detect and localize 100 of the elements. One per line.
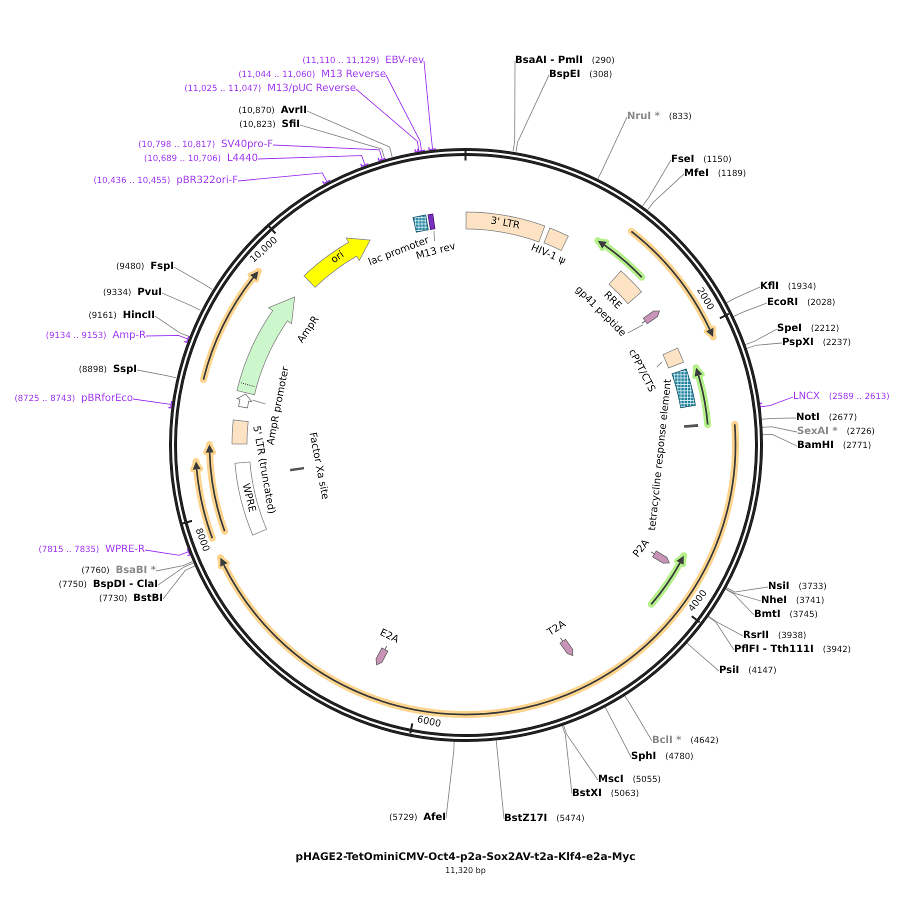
restriction-site-label: (10,870) AvrII — [238, 105, 307, 117]
leader-line — [162, 292, 201, 311]
restriction-site-label: BsaAI - PmlI (290) — [515, 55, 615, 67]
pentagon-feature — [375, 645, 390, 666]
leader-line — [424, 60, 437, 150]
primer-site-label: (11,110 .. 11,129) EBV-rev — [302, 55, 424, 67]
primer-site-label: (7815 .. 7835) WPRE-R — [38, 544, 145, 556]
feature-label: Factor Xa site — [306, 431, 330, 501]
leader-line — [624, 694, 652, 742]
pointed-feature-block — [236, 392, 252, 409]
feature-label: AmpR promoter — [266, 366, 292, 446]
feature-bar — [289, 466, 306, 472]
restriction-site-label: RsrII (3938) — [743, 630, 806, 642]
pentagon-feature — [559, 636, 574, 656]
leader-line — [136, 370, 177, 378]
leader-line — [300, 124, 386, 160]
restriction-site-label: (10,823) SfiI — [239, 119, 300, 131]
restriction-site-label: PspXI (2237) — [782, 337, 851, 349]
primer-site-label: LNCX (2589 .. 2613) — [793, 391, 890, 403]
tick-label: 8000 — [192, 526, 212, 553]
restriction-site-label: BstZ17I (5474) — [504, 813, 585, 825]
restriction-site-label: NotI (2677) — [796, 412, 858, 424]
restriction-site-label: BmtI (3745) — [754, 609, 818, 621]
leader-line — [708, 615, 744, 636]
map-subtitle: 11,320 bp — [445, 866, 486, 876]
leader-line — [154, 316, 190, 337]
restriction-site-label: SexAI * (2726) — [797, 426, 875, 438]
leader-line — [512, 60, 516, 152]
leader-line — [647, 174, 684, 210]
primer-site-label: (10,689 .. 10,706) L4440 — [144, 153, 258, 165]
restriction-site-label: KflI (1934) — [760, 281, 816, 293]
primer-site-label: (10,798 .. 10,817) SV40pro-F — [138, 139, 273, 151]
restriction-site-label: (8898) SspI — [78, 364, 137, 376]
leader-line — [158, 562, 194, 586]
leader-line — [174, 266, 213, 290]
leader-line — [733, 302, 768, 318]
restriction-site-label: BamHI (2771) — [797, 440, 872, 452]
restriction-site-label: PsiI (4147) — [719, 665, 777, 677]
restriction-site-label: NheI (3741) — [761, 595, 824, 607]
leader-line — [496, 739, 504, 820]
restriction-site-label: PflFI - Tth111I (3942) — [734, 644, 851, 656]
restriction-site-label: BspEI (308) — [549, 69, 612, 81]
restriction-site-label: BclI * (4642) — [652, 735, 719, 747]
tick-label: 6000 — [416, 714, 442, 730]
restriction-site-label: (9334) PvuI — [103, 287, 162, 299]
leader-line — [762, 426, 798, 432]
leader-line — [562, 724, 598, 780]
restriction-site-label: (9480) FspI — [116, 261, 174, 273]
leader-line — [707, 616, 734, 650]
feature-box: 3' LTR — [465, 211, 546, 243]
restriction-site-label: (5729) AfeI — [389, 812, 446, 824]
feature-label: P2A — [631, 538, 653, 560]
leader-line — [656, 362, 662, 368]
leader-line — [386, 74, 426, 152]
leader-line — [726, 586, 768, 592]
pentagon-feature — [640, 310, 660, 325]
leader-line — [604, 706, 632, 758]
restriction-site-label: NsiI (3733) — [768, 581, 827, 593]
restriction-site-label: NruI * (833) — [627, 111, 692, 123]
restriction-site-label: (7730) BstBI — [99, 593, 163, 605]
leader-line — [760, 418, 796, 420]
leader-line — [434, 230, 435, 242]
restriction-site-label: MfeI (1189) — [684, 168, 746, 180]
feature-box — [231, 419, 250, 446]
leader-line — [598, 116, 628, 180]
feature-bar — [426, 213, 436, 231]
leader-line — [162, 566, 195, 600]
leader-line — [446, 740, 455, 818]
feature-label: HIV-1 ψ — [528, 242, 568, 268]
restriction-site-label: SphI (4780) — [631, 751, 694, 763]
leader-line — [642, 160, 672, 206]
restriction-site-label: (9161) HincII — [88, 310, 155, 322]
restriction-site-label: EcoRI (2028) — [767, 297, 836, 309]
feature-box — [412, 214, 430, 234]
leader-line — [726, 286, 760, 304]
leader-line — [562, 724, 572, 794]
leader-line — [144, 548, 190, 556]
leader-line — [724, 588, 762, 602]
leader-line — [146, 335, 190, 343]
restriction-site-label: BstXI (5063) — [572, 788, 640, 800]
leader-line — [744, 328, 778, 346]
leader-line — [306, 110, 393, 158]
leader-line — [258, 155, 369, 167]
leader-line — [252, 400, 266, 404]
restriction-site-label: MscI (5055) — [598, 774, 661, 786]
leader-line — [156, 561, 193, 572]
primer-site-label: (11,044 .. 11,060) M13 Reverse — [238, 69, 386, 81]
primer-site-label: (8725 .. 8743) pBRforEco — [14, 393, 133, 405]
primer-site-label: (10,436 .. 10,455) pBR322ori-F — [93, 175, 238, 187]
restriction-site-label: FseI (1150) — [671, 154, 732, 166]
leader-line — [516, 74, 550, 152]
pentagon-feature — [650, 550, 670, 565]
leader-line — [238, 172, 331, 184]
primer-site-label: (11,025 .. 11,047) M13/pUC Reverse — [184, 83, 356, 95]
feature-box — [671, 368, 697, 409]
primer-site-label: (9134 .. 9153) Amp-R — [46, 330, 146, 342]
restriction-site-label: (7760) BsaBI * — [81, 565, 156, 577]
leader-line — [724, 588, 754, 616]
leader-line — [132, 398, 172, 409]
feature-bar — [682, 423, 699, 430]
